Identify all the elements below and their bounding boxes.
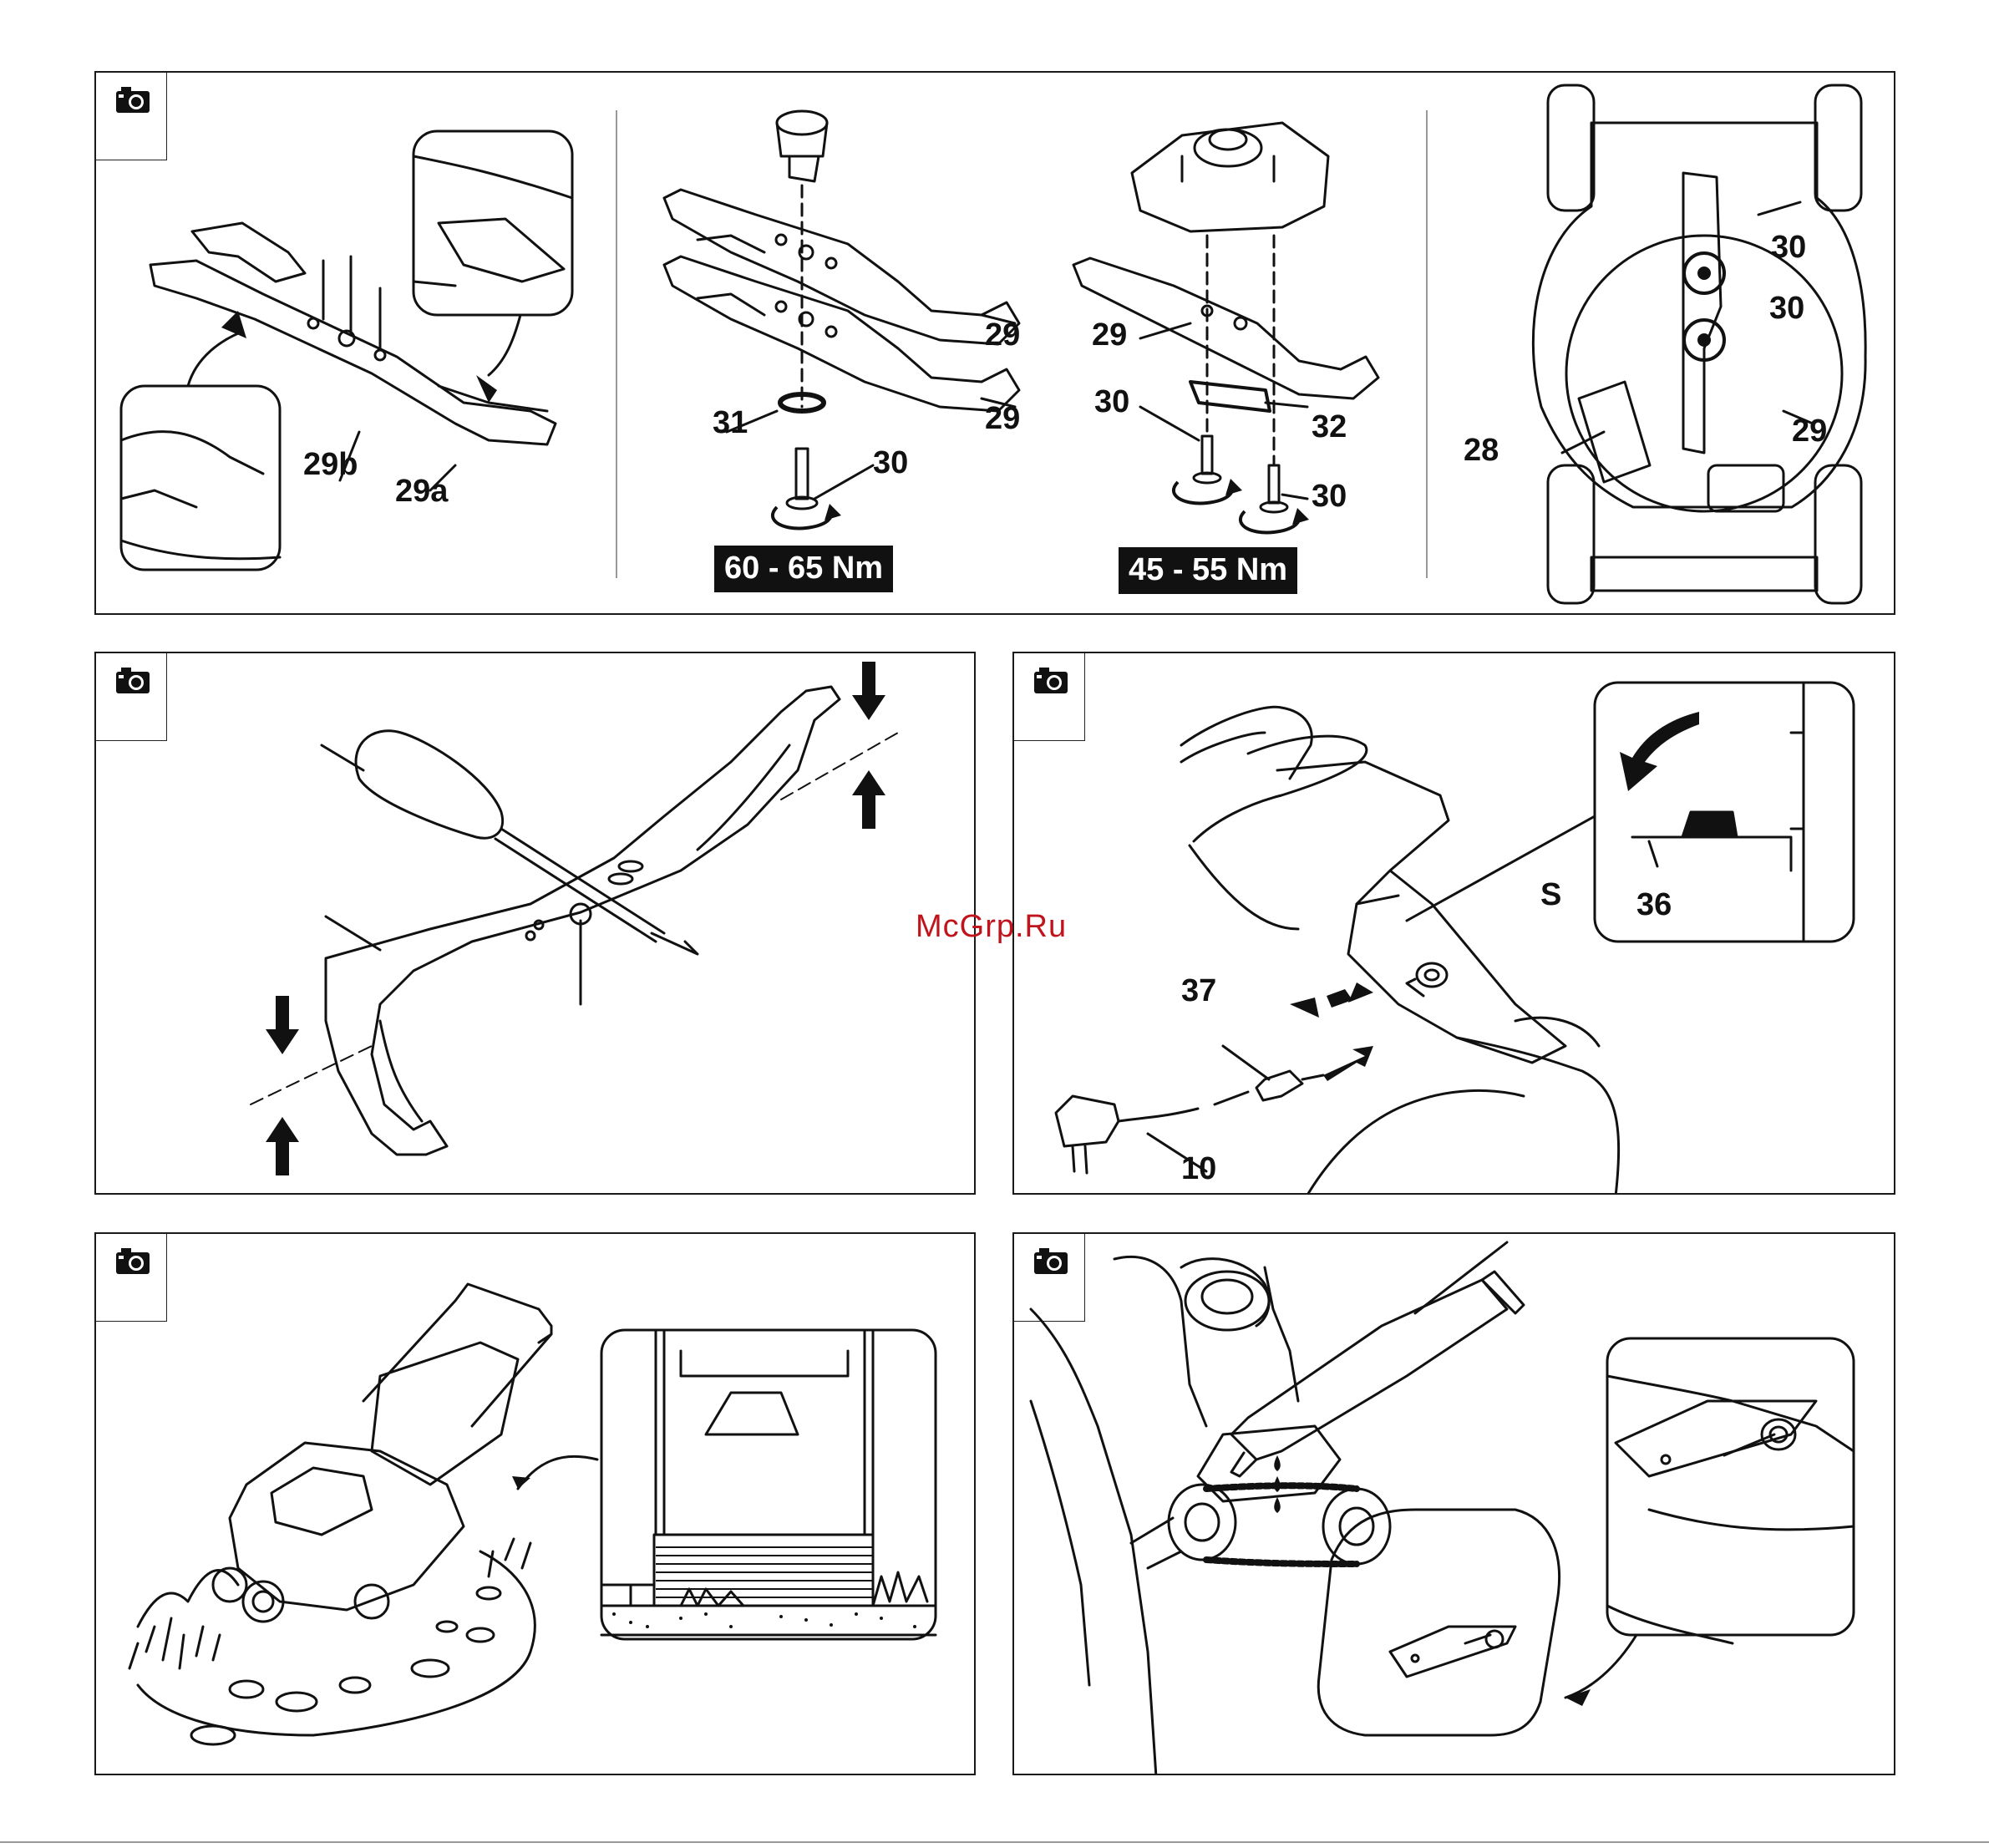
mower-body [230,1443,464,1610]
rotate-arrow-icon [773,507,831,528]
label-29-mower: 29 [1792,415,1827,447]
panel-battery-charging: S 36 37 10 [1012,652,1895,1195]
charging-drawing [1014,653,1895,1195]
separator-1 [616,110,617,578]
mower-handle [363,1284,551,1426]
label-32: 32 [1312,411,1347,443]
balance-drawing [96,653,976,1195]
grease-drawing [1014,1234,1895,1775]
label-30-bottom: 30 [1769,292,1804,324]
label-30-right: 30 [1312,480,1347,512]
detail-inset-left [121,386,280,570]
motor-flange [1132,123,1328,231]
panel-blade-balance [94,652,976,1195]
blade-upper [664,190,1019,344]
arrow-icon [1323,1046,1373,1081]
label-29-motor: 29 [1092,319,1127,351]
blade-top-view [1683,173,1721,453]
panel-blade-removal: 29b 29a 29 29 31 30 60 - 65 Nm 29 30 32 … [94,71,1895,615]
blade-29 [150,261,556,444]
panel-chain-grease [1012,1232,1895,1775]
grass-bag [372,1343,518,1485]
label-s: S [1540,879,1561,911]
page-bottom-rule [0,1841,1989,1843]
height-lever [1579,382,1650,482]
label-36: 36 [1636,889,1672,921]
label-29-lower: 29 [985,403,1020,434]
blade-lower [664,256,1019,411]
label-29b: 29b [303,449,358,480]
panel-mowing-edge [94,1232,976,1775]
torque-value-60-65: 60 - 65 Nm [714,546,893,592]
label-31: 31 [713,407,748,439]
arrow-icon [852,662,885,720]
label-30: 30 [873,447,908,479]
label-29a: 29a [395,475,448,507]
label-29-upper: 29 [985,319,1020,351]
watermark: McGrp.Ru [916,909,1067,945]
label-37: 37 [1181,975,1216,1007]
screwdriver-handle [356,731,503,838]
separator-2 [1426,110,1428,578]
label-30-left: 30 [1094,386,1129,418]
label-30-top: 30 [1771,231,1806,263]
blade-balancing [326,687,840,1155]
label-28: 28 [1464,434,1499,466]
label-10: 10 [1181,1153,1216,1185]
torque-value-45-55: 45 - 55 Nm [1119,547,1297,594]
charger-plug [1056,1096,1119,1146]
mowing-drawing [96,1234,976,1775]
